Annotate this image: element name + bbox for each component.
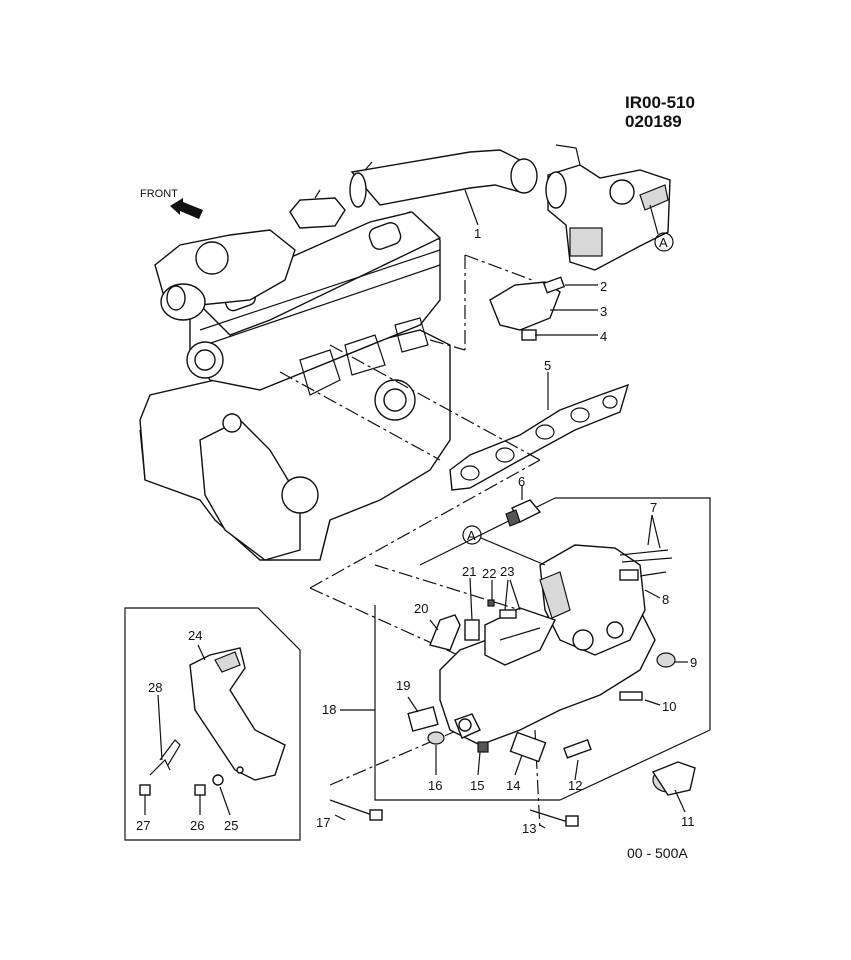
diagram-date-code: 020189: [625, 112, 682, 131]
part-11-cap: [651, 761, 696, 796]
part-9-plug: [656, 652, 676, 668]
leader-a-lower: [480, 537, 546, 566]
front-label: FRONT: [140, 188, 178, 200]
callout-20: 20: [414, 601, 428, 616]
part-14-sleeve: [509, 731, 547, 763]
callout-21: 21: [462, 564, 476, 579]
part-6-sensor: [505, 499, 542, 527]
part-20-elbow: [429, 614, 461, 651]
callout-3: 3: [600, 304, 607, 319]
engine-assembly: [139, 211, 451, 561]
ref-marker-a-lower-label: A: [467, 528, 476, 543]
callout-6: 6: [518, 474, 525, 489]
callout-25: 25: [224, 818, 238, 833]
ref-marker-a-lower: [462, 525, 482, 545]
callout-23: 23: [500, 564, 514, 579]
callout-1: 1: [474, 226, 481, 241]
part-19-sleeve: [407, 706, 439, 732]
callout-11: 11: [681, 814, 695, 829]
callout-4: 4: [600, 329, 607, 344]
callout-2: 2: [600, 279, 607, 294]
part-10-pin: [619, 691, 643, 701]
callout-28: 28: [148, 680, 162, 695]
ref-marker-a-top: [654, 232, 674, 252]
bracket-parts-2-3-4: [489, 276, 566, 341]
part-15-plug: [477, 741, 489, 753]
callout-14: 14: [506, 778, 520, 793]
callout-numbers: 1 2 3 4 5 6 7 8 9 10 11 12 13 14 15 16 1…: [136, 226, 697, 836]
part-23: [499, 609, 517, 619]
intake-manifold-assembly: [439, 544, 656, 746]
inset-heat-shield: [124, 607, 301, 841]
front-arrow-icon: [170, 198, 203, 219]
callout-24: 24: [188, 628, 202, 643]
diagram-code: IR00-510: [625, 93, 695, 112]
part-12-fitting: [563, 738, 592, 759]
callout-leaders: [144, 189, 688, 829]
callout-17: 17: [316, 815, 330, 830]
callout-7: 7: [650, 500, 657, 515]
callout-27: 27: [136, 818, 150, 833]
callout-13: 13: [522, 821, 536, 836]
ref-marker-a-top-label: A: [659, 235, 668, 250]
callout-9: 9: [690, 655, 697, 670]
callout-19: 19: [396, 678, 410, 693]
callout-18: 18: [322, 702, 336, 717]
part-22: [487, 599, 495, 607]
thermostat-housing-assembly: [545, 144, 671, 271]
part-17-bolt: [329, 799, 383, 821]
studs-parts-7-8: [619, 549, 673, 581]
part-21: [464, 619, 480, 641]
callout-8: 8: [662, 592, 669, 607]
callout-10: 10: [662, 699, 676, 714]
part-1-pipe: [289, 149, 538, 229]
callout-12: 12: [568, 778, 582, 793]
part-13-bolt: [529, 809, 579, 827]
callout-16: 16: [428, 778, 442, 793]
callout-15: 15: [470, 778, 484, 793]
part-5-gasket: [449, 383, 630, 491]
callout-22: 22: [482, 566, 496, 581]
callout-5: 5: [544, 358, 551, 373]
leader-a-top: [649, 204, 659, 235]
callout-26: 26: [190, 818, 204, 833]
part-16-ring: [427, 731, 445, 745]
footer-code: 00 - 500A: [627, 845, 688, 861]
